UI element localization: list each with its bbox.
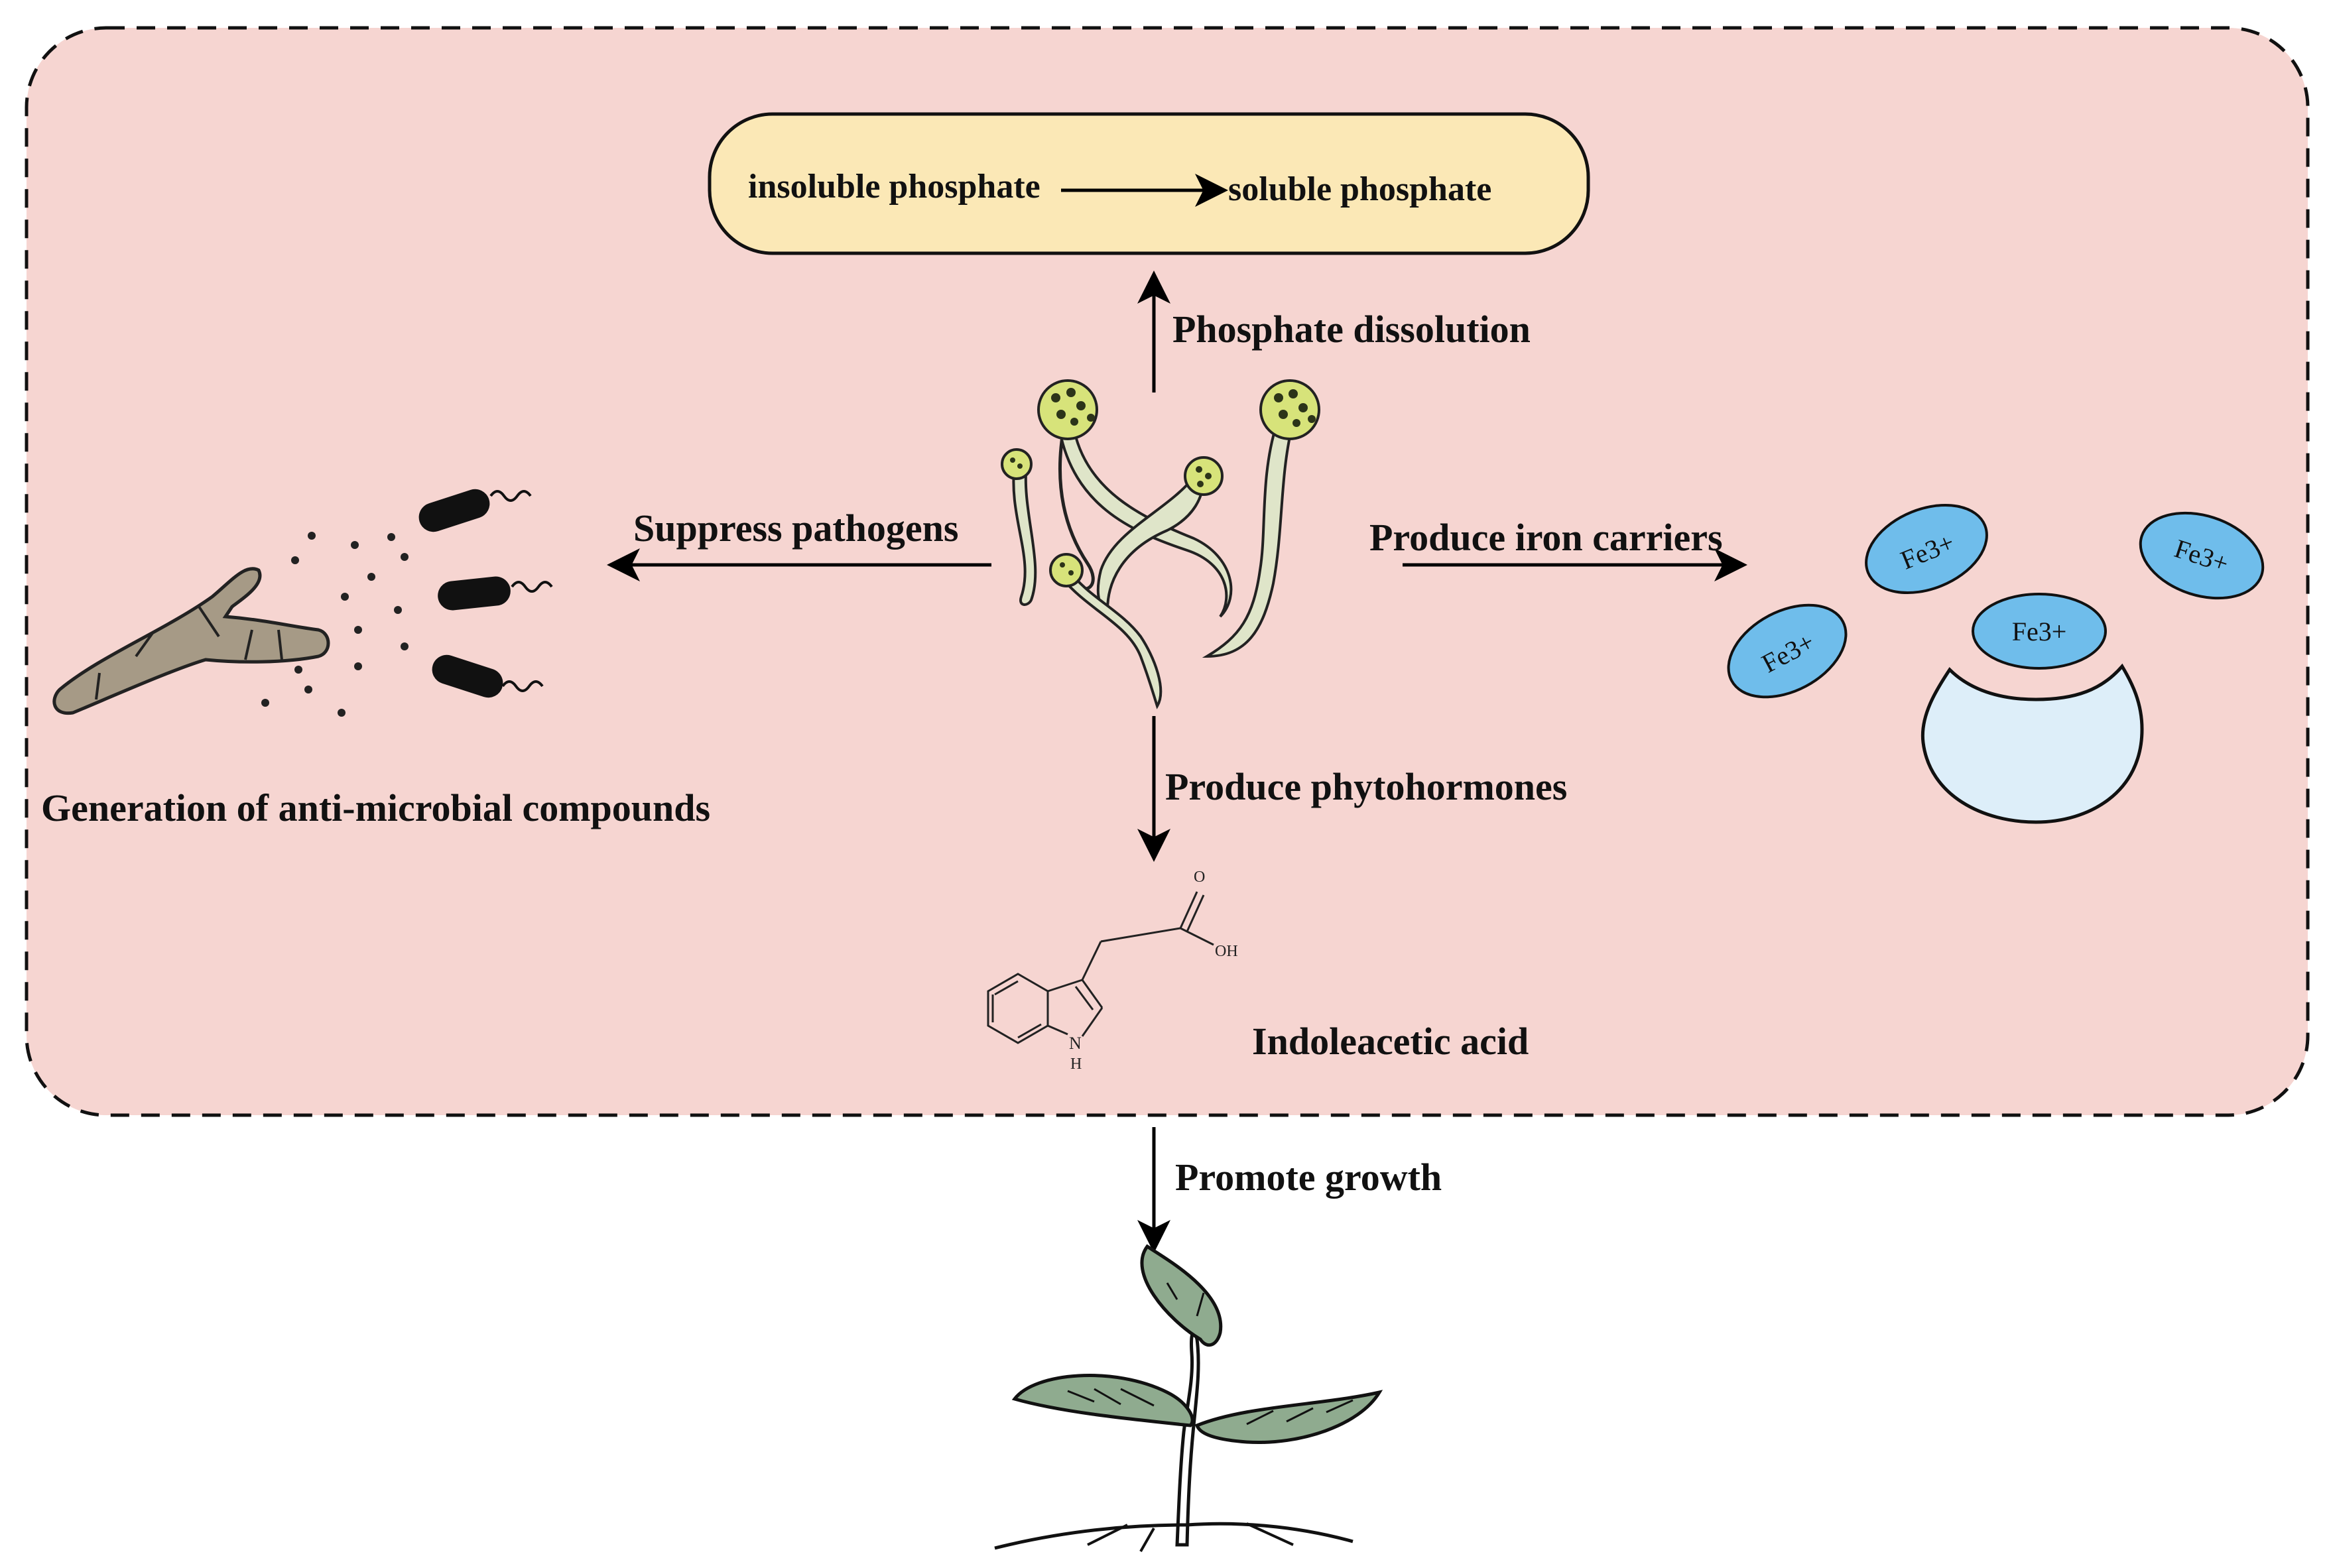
phytohormones-label: Produce phytohormones — [1165, 765, 1567, 808]
phosphate-dissolution-label: Phosphate dissolution — [1172, 308, 1531, 351]
leaf — [1140, 1244, 1223, 1347]
atom-o: O — [1194, 869, 1205, 886]
leaf — [1194, 1390, 1383, 1445]
antimicrobial-caption: Generation of anti-microbial compounds — [41, 786, 710, 829]
indoleacetic-acid-structure — [987, 891, 1214, 1044]
atom-h: H — [1070, 1055, 1082, 1073]
bacterium — [432, 654, 503, 698]
suppress-pathogens-label: Suppress pathogens — [633, 507, 959, 550]
iron-ion: Fe3+ — [1865, 503, 1988, 595]
antimicrobial-compound-dots — [261, 532, 409, 717]
plant-seedling — [994, 1244, 1383, 1552]
phosphate-conversion-box: insoluble phosphate soluble phosphate — [708, 112, 1590, 255]
fungus-illustration — [1001, 379, 1320, 709]
insoluble-phosphate-label: insoluble phosphate — [748, 168, 1040, 206]
leaf — [1011, 1374, 1194, 1427]
mechanism-panel — [25, 26, 2310, 1117]
iron-carriers-label: Produce iron carriers — [1369, 516, 1723, 559]
bacterium — [418, 489, 490, 532]
atom-n: N — [1069, 1034, 1082, 1053]
iron-ion: Fe3+ — [1972, 593, 2107, 670]
bacterium — [438, 576, 511, 611]
indoleacetic-acid-label: Indoleacetic acid — [1252, 1020, 1529, 1063]
atom-oh: OH — [1215, 943, 1238, 960]
promote-growth-label: Promote growth — [1175, 1156, 1442, 1199]
pathogen-hypha — [52, 567, 330, 715]
svg-text:Fe3+: Fe3+ — [2012, 617, 2067, 646]
iron-ion: Fe3+ — [2139, 511, 2265, 600]
bacteria-group — [418, 489, 553, 698]
iron-ion: Fe3+ — [1727, 603, 1848, 699]
soluble-phosphate-label: soluble phosphate — [1228, 170, 1491, 208]
siderophore-receptor — [1921, 663, 2144, 824]
